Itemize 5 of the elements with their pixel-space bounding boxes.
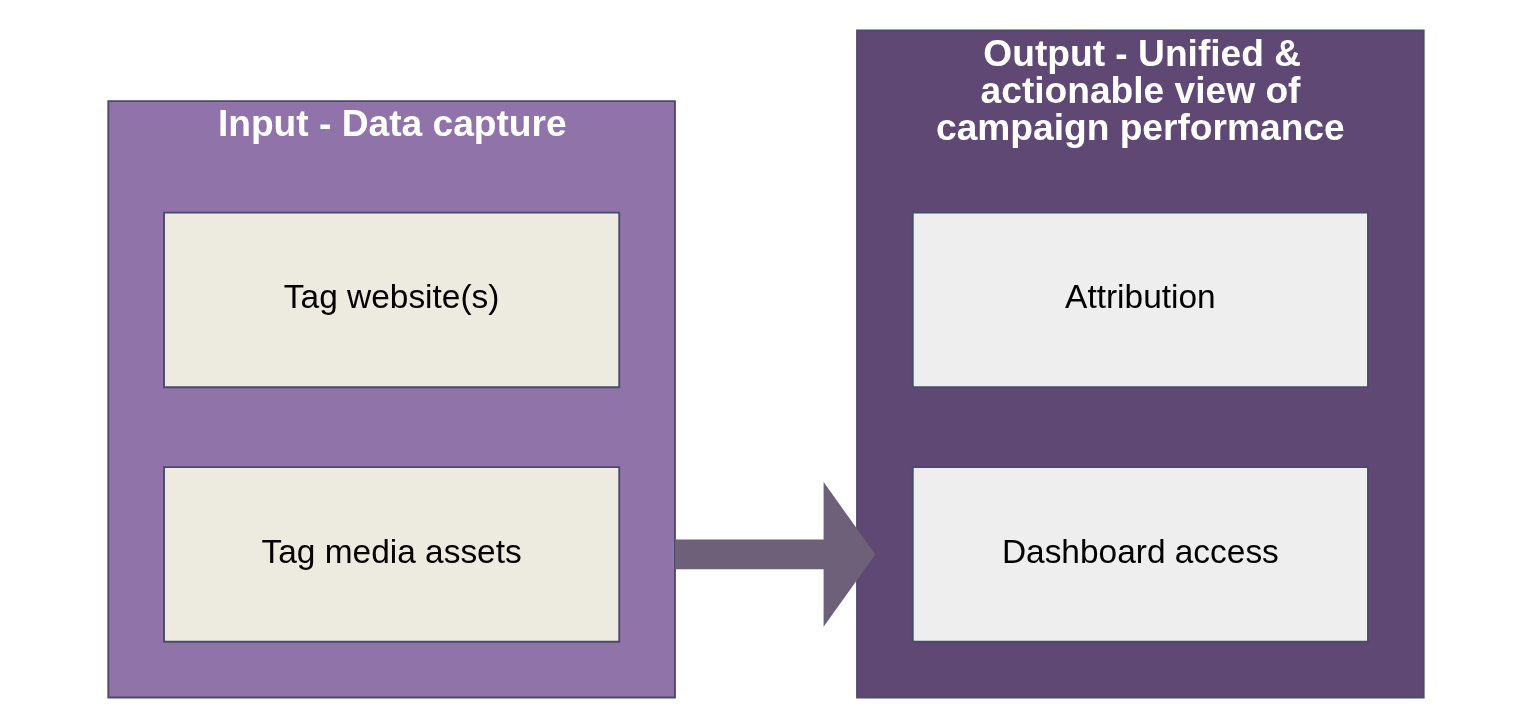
node-box: Dashboard access <box>911 466 1369 643</box>
node-box: Tag website(s) <box>163 211 621 389</box>
node-box: Tag media assets <box>163 466 621 643</box>
arrow <box>674 482 876 627</box>
node-box: Attribution <box>911 211 1369 389</box>
